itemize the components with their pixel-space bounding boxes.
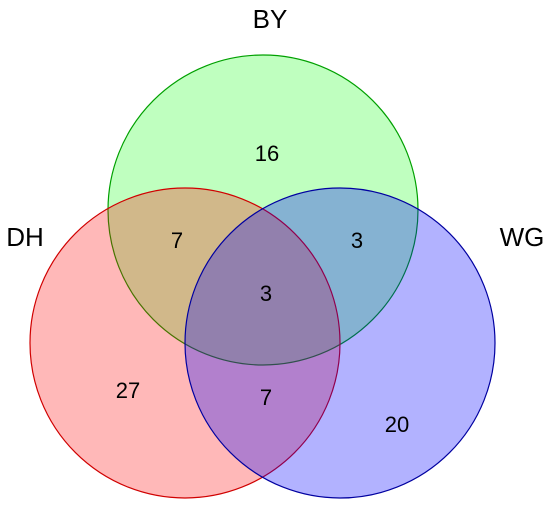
set-circle-by: [107, 54, 419, 366]
set-label-wg: WG: [500, 222, 545, 252]
count-by-only: 16: [255, 141, 279, 166]
count-wg-only: 20: [385, 412, 409, 437]
set-label-by: BY: [253, 4, 288, 34]
count-by-wg: 3: [351, 228, 363, 253]
set-label-dh: DH: [6, 222, 44, 252]
set-circle-wg: [184, 187, 496, 499]
count-dh-only: 27: [116, 378, 140, 403]
count-all-three: 3: [260, 281, 272, 306]
count-by-dh: 7: [171, 228, 183, 253]
count-dh-wg: 7: [260, 385, 272, 410]
